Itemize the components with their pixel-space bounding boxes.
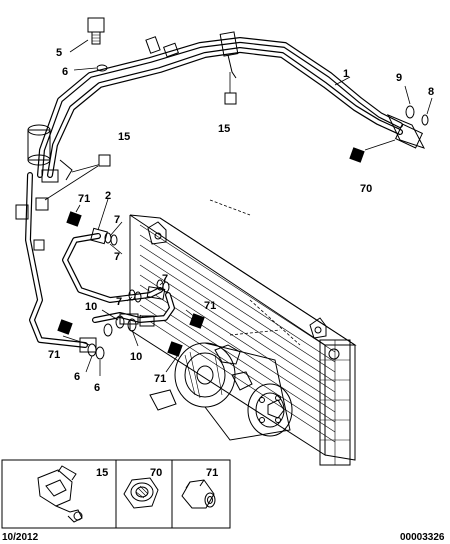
footer-reference: 00003326 [400, 532, 445, 543]
callout-71-c: 71 [48, 349, 60, 361]
pressure-switch-5 [87, 17, 105, 45]
pipe-1 [37, 31, 426, 178]
callout-2: 2 [105, 190, 111, 202]
marker-filled-71-d [167, 341, 183, 357]
legend-box: 15 70 71 [1, 459, 231, 529]
marker-filled-71-a [66, 211, 82, 227]
leader-lines [44, 39, 433, 376]
callout-71-b: 71 [204, 300, 216, 312]
callout-9: 9 [396, 72, 402, 84]
callout-15-top: 15 [218, 123, 230, 135]
callout-6-top: 6 [62, 66, 68, 78]
o-ring-9 [405, 105, 415, 119]
dashed-guide-2 [229, 329, 281, 336]
marker-filled-71-c [57, 319, 73, 335]
callout-10-a: 10 [85, 301, 97, 313]
marker-open-15-top [224, 92, 237, 105]
callout-7-c: 7 [162, 273, 168, 285]
callout-70: 70 [360, 183, 372, 195]
legend-nut-70-icon [123, 477, 159, 509]
callout-6-c: 6 [94, 382, 100, 394]
callout-6-b: 6 [74, 371, 80, 383]
receiver-drier [15, 124, 73, 251]
callout-7-d: 7 [116, 296, 122, 308]
marker-open-15-left [98, 154, 111, 167]
condenser [129, 214, 357, 466]
callout-8: 8 [428, 86, 434, 98]
callout-71-d: 71 [154, 373, 166, 385]
callout-1: 1 [343, 68, 349, 80]
callout-71-a: 71 [78, 193, 90, 205]
callout-5: 5 [56, 47, 62, 59]
marker-filled-70 [349, 147, 365, 163]
callout-7-b: 7 [114, 251, 120, 263]
marker-filled-71-b [189, 313, 205, 329]
legend-label-15: 15 [96, 467, 108, 479]
pipe-2 [25, 172, 175, 353]
legend-clip-15-icon [37, 465, 83, 523]
o-ring-6-top [96, 64, 108, 72]
callout-10-b: 10 [130, 351, 142, 363]
legend-label-70: 70 [150, 467, 162, 479]
dashed-guide-1 [209, 199, 251, 216]
o-ring-8 [421, 114, 429, 126]
callout-7-a: 7 [114, 214, 120, 226]
dashed-guide-3 [249, 299, 301, 346]
o-rings-7 [104, 232, 170, 303]
compressor [149, 342, 293, 441]
callout-15-left: 15 [118, 131, 130, 143]
legend-sleeve-71-icon [181, 479, 216, 509]
legend-label-71: 71 [206, 467, 218, 479]
footer-date: 10/2012 [2, 532, 39, 543]
